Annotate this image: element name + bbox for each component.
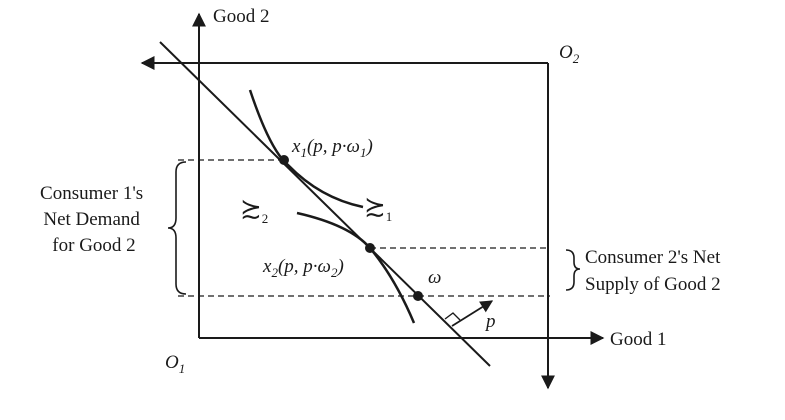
price-vector-arrow [451, 300, 494, 327]
pref2-label: ≿2 [240, 194, 268, 226]
consumer2-brace [565, 249, 581, 291]
consumer1-line3: for Good 2 [52, 235, 135, 256]
omega-label: ω [428, 267, 441, 288]
x1-label: x1(p, p·ω1) [291, 136, 373, 160]
consumer2-line2: Supply of Good 2 [585, 274, 721, 295]
consumer1-line2: Net Demand [43, 209, 140, 230]
indifference-curve-consumer1 [248, 89, 364, 209]
consumer1-annotation: Consumer 1's Net Demand for Good 2 [40, 183, 148, 256]
consumer2-line1: Consumer 2's Net [585, 247, 721, 268]
x2-label: x2(p, p·ω2) [262, 256, 344, 280]
right-angle-mark [444, 312, 461, 321]
consumer1-line1: Consumer 1's [40, 183, 143, 204]
good2-label: Good 2 [213, 6, 269, 27]
pref1-label: ≿1 [364, 192, 392, 224]
point-omega [413, 291, 423, 301]
consumer1-brace [167, 161, 187, 295]
budget-line [159, 41, 491, 367]
point-x1 [279, 155, 289, 165]
consumer2-annotation: Consumer 2's Net Supply of Good 2 [585, 247, 725, 295]
origin2-label: O2 [559, 42, 580, 66]
good1-label: Good 1 [610, 329, 666, 350]
origin1-label: O1 [165, 352, 185, 376]
point-x2 [365, 243, 375, 253]
price-label: p [484, 311, 496, 332]
